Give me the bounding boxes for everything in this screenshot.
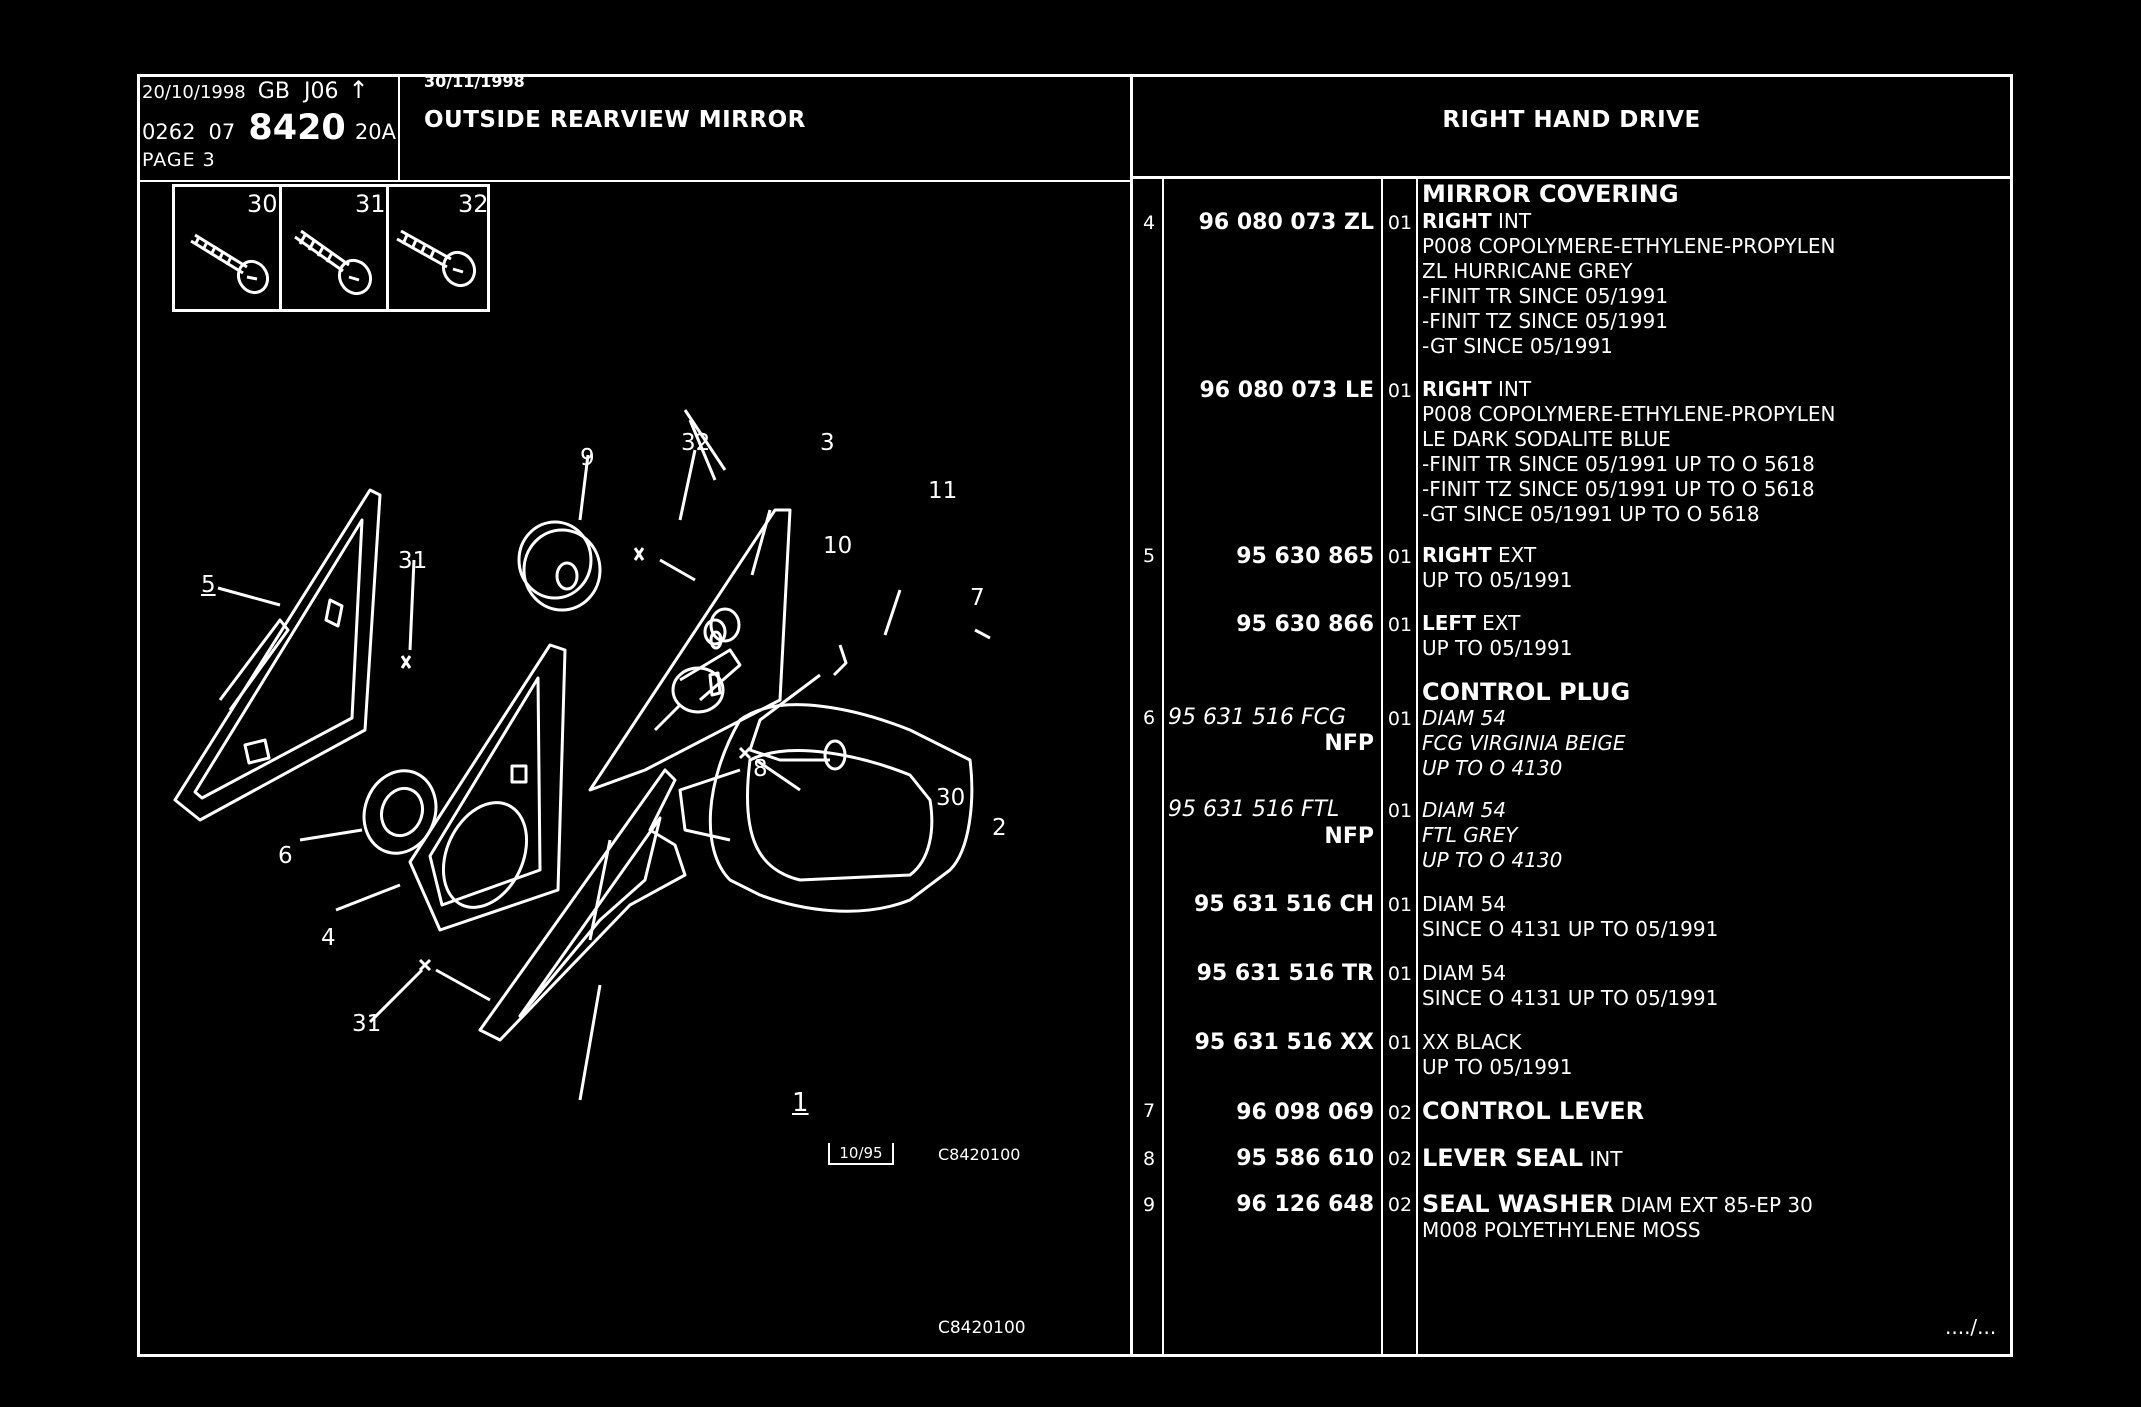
col-divider-2 bbox=[1381, 178, 1383, 1356]
part-description: CONTROL LEVER bbox=[1422, 1097, 1645, 1125]
part-description: RIGHT INT P008 COPOLYMERE-ETHYLENE-PROPY… bbox=[1422, 377, 1836, 526]
frame-center-divider bbox=[1130, 74, 1133, 1357]
part-number: 96 080 073 LE bbox=[1199, 378, 1375, 403]
callout-3: 3 bbox=[820, 430, 835, 456]
header-num1: 0262 bbox=[142, 120, 196, 144]
screw-30-icon bbox=[190, 233, 270, 295]
row-ref: 9 bbox=[1142, 1194, 1156, 1216]
continued-marker: ..../... bbox=[1945, 1315, 1997, 1339]
diagram-date-box: 10/95 bbox=[828, 1143, 894, 1165]
quantity: 02 bbox=[1387, 1194, 1413, 1216]
part-description: RIGHT EXT UP TO 05/1991 bbox=[1422, 543, 1573, 592]
part-number: 95 631 516 CH bbox=[1194, 892, 1374, 917]
diagram-bottom-ref: C8420100 bbox=[938, 1318, 1026, 1338]
row-ref: 4 bbox=[1142, 212, 1156, 234]
part-description: RIGHT INT P008 COPOLYMERE-ETHYLENE-PROPY… bbox=[1422, 209, 1836, 358]
quantity: 02 bbox=[1387, 1102, 1413, 1124]
callout-31-lower: 31 bbox=[352, 1011, 382, 1037]
nfp-flag: NFP bbox=[1324, 731, 1374, 756]
section-control-plug: CONTROL PLUG bbox=[1422, 678, 1631, 706]
header-divider-right bbox=[1130, 176, 2013, 179]
row-ref: 8 bbox=[1142, 1148, 1156, 1170]
screw-label-32: 32 bbox=[458, 190, 489, 218]
quantity: 01 bbox=[1387, 380, 1413, 402]
nfp-flag: NFP bbox=[1324, 824, 1374, 849]
quantity: 01 bbox=[1387, 614, 1413, 636]
part-description: DIAM 54 FCG VIRGINIA BEIGE UP TO O 4130 bbox=[1422, 706, 1626, 780]
screw-31-icon bbox=[294, 229, 373, 296]
quantity: 01 bbox=[1387, 212, 1413, 234]
row-ref: 7 bbox=[1142, 1100, 1156, 1122]
screw-32-icon bbox=[396, 229, 477, 288]
part-number: 96 126 648 bbox=[1236, 1192, 1374, 1217]
quantity: 01 bbox=[1387, 708, 1413, 730]
quantity: 01 bbox=[1387, 800, 1413, 822]
part-number: 95 631 516 FTL bbox=[1168, 797, 1340, 822]
arrow-up-icon: ↑ bbox=[348, 76, 369, 104]
part-number: 95 631 516 XX bbox=[1194, 1030, 1374, 1055]
part-number: 95 630 866 bbox=[1236, 612, 1374, 637]
row-ref: 6 bbox=[1142, 707, 1156, 729]
page-title: OUTSIDE REARVIEW MIRROR bbox=[424, 107, 806, 133]
screw-label-30: 30 bbox=[247, 190, 278, 218]
callout-32: 32 bbox=[681, 430, 711, 456]
screw-label-31: 31 bbox=[355, 190, 386, 218]
part-number: 95 631 516 TR bbox=[1196, 961, 1374, 986]
exploded-mirror-diagram bbox=[173, 409, 991, 1101]
quantity: 02 bbox=[1387, 1148, 1413, 1170]
callout-31-upper: 31 bbox=[398, 548, 428, 574]
section-mirror-covering: MIRROR COVERING bbox=[1422, 180, 1679, 208]
frame-right bbox=[2010, 74, 2013, 1357]
part-number: 95 631 516 FCG bbox=[1168, 705, 1347, 730]
part-description: LEFT EXT UP TO 05/1991 bbox=[1422, 611, 1573, 660]
header-main-number: 8420 bbox=[248, 108, 346, 148]
quantity: 01 bbox=[1387, 894, 1413, 916]
part-description: XX BLACK UP TO 05/1991 bbox=[1422, 1030, 1573, 1079]
screws-box: 30 31 32 bbox=[172, 184, 490, 312]
callout-4: 4 bbox=[321, 925, 336, 951]
col-divider-1 bbox=[1162, 178, 1164, 1356]
callout-2: 2 bbox=[992, 815, 1007, 841]
header-page: PAGE 3 bbox=[142, 149, 216, 171]
part-number: 95 630 865 bbox=[1236, 544, 1374, 569]
header-num2: 07 bbox=[208, 120, 236, 144]
frame-bottom bbox=[137, 1354, 2013, 1357]
callout-30: 30 bbox=[936, 785, 966, 811]
callout-11: 11 bbox=[928, 478, 958, 504]
header-divider-left bbox=[137, 180, 1130, 182]
callout-10: 10 bbox=[823, 533, 853, 559]
part-description: DIAM 54 FTL GREY UP TO O 4130 bbox=[1422, 798, 1563, 872]
header-code: J06 bbox=[303, 79, 339, 104]
header-date: 20/10/1998 bbox=[142, 82, 246, 103]
callout-9: 9 bbox=[580, 445, 595, 471]
header-doc-info: 20/10/1998 GB J06 ↑ 0262 07 8420 20A PAG… bbox=[142, 76, 396, 178]
part-description: DIAM 54 SINCE O 4131 UP TO 05/1991 bbox=[1422, 961, 1719, 1010]
drive-title: RIGHT HAND DRIVE bbox=[1442, 107, 1701, 133]
header-suffix: 20A bbox=[354, 120, 396, 144]
frame-top bbox=[137, 74, 2013, 77]
header-date2: 30/11/1998 bbox=[424, 72, 525, 91]
part-number: 96 098 069 bbox=[1236, 1100, 1374, 1125]
part-description: DIAM 54 SINCE O 4131 UP TO 05/1991 bbox=[1422, 892, 1719, 941]
callout-7: 7 bbox=[970, 585, 985, 611]
callout-1: 1 bbox=[792, 1088, 809, 1118]
row-ref: 5 bbox=[1142, 545, 1156, 567]
col-divider-3 bbox=[1416, 178, 1418, 1356]
part-number: 96 080 073 ZL bbox=[1198, 210, 1374, 235]
callout-8: 8 bbox=[753, 756, 768, 782]
callout-5: 5 bbox=[201, 572, 216, 598]
quantity: 01 bbox=[1387, 963, 1413, 985]
diagram-ref: C8420100 bbox=[938, 1145, 1021, 1164]
frame-left bbox=[137, 74, 140, 1357]
quantity: 01 bbox=[1387, 546, 1413, 568]
header-box-divider bbox=[398, 74, 400, 181]
part-description: LEVER SEAL INT bbox=[1422, 1144, 1623, 1172]
part-description: SEAL WASHER DIAM EXT 85-EP 30 M008 POLYE… bbox=[1422, 1190, 1813, 1243]
part-number: 95 586 610 bbox=[1236, 1146, 1374, 1171]
quantity: 01 bbox=[1387, 1032, 1413, 1054]
header-lang: GB bbox=[257, 79, 290, 104]
callout-6: 6 bbox=[278, 843, 293, 869]
